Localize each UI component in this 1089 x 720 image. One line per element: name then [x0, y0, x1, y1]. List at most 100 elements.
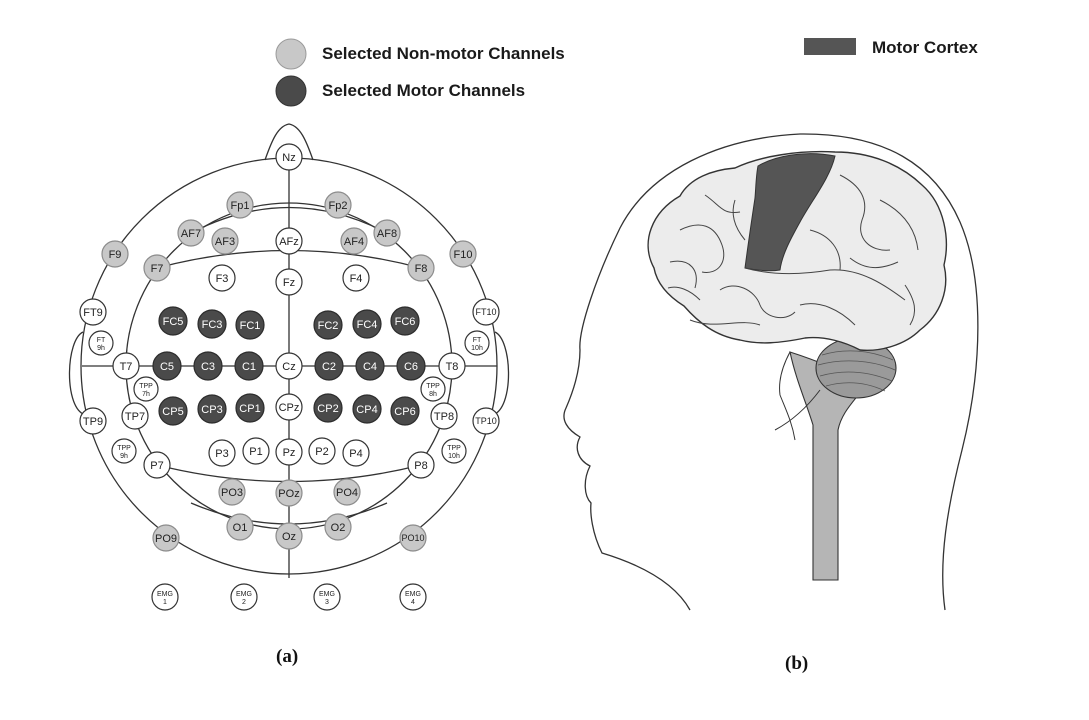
electrode-pz: Pz: [275, 438, 303, 466]
electrode-cz: Cz: [275, 352, 303, 380]
electrode-tp8: TP8: [430, 402, 458, 430]
electrode-label: FT9: [83, 307, 103, 319]
electrode-label: P1: [249, 446, 262, 458]
electrode-marker: [101, 240, 129, 268]
electrode-marker: [420, 376, 446, 402]
electrode-marker: [218, 478, 246, 506]
gyri: [667, 174, 919, 326]
legend-motor-swatch: [275, 75, 307, 107]
electrode-label: CP3: [201, 404, 222, 416]
electrode-marker: [275, 143, 303, 171]
electrode-marker: [333, 478, 361, 506]
electrode-label: PO4: [336, 487, 358, 499]
electrode-p8: P8: [407, 451, 435, 479]
electrode-ft10: FT10: [472, 298, 500, 326]
electrode-poz: POz: [275, 479, 303, 507]
electrode-marker: [430, 402, 458, 430]
electrode-label: O1: [233, 522, 248, 534]
electrode-marker: [464, 330, 490, 356]
electrode-label: P3: [215, 448, 228, 460]
electrode-label: T7: [120, 361, 133, 373]
electrode-marker: [143, 254, 171, 282]
electrode-fc1: FC1: [235, 310, 265, 340]
electrode-marker: [399, 583, 427, 611]
electrode-marker: [242, 437, 270, 465]
electrode-marker: [472, 407, 500, 435]
electrode-marker: [313, 310, 343, 340]
electrode-label: F8: [415, 263, 428, 275]
electrode-label: TP8: [434, 411, 454, 423]
electrode-cpz: CPz: [275, 393, 303, 421]
legend-non-motor-label: Selected Non-motor Channels: [322, 44, 565, 63]
electrode-marker: [133, 376, 159, 402]
legend-motor-cortex-swatch: [804, 38, 856, 55]
electrode-fz: Fz: [275, 268, 303, 296]
electrode-label: CP5: [162, 406, 183, 418]
electrode-label: FC1: [240, 320, 261, 332]
electrode-marker: [314, 351, 344, 381]
electrode-marker: [235, 393, 265, 423]
electrode-label: Fp2: [329, 200, 348, 212]
electrode-label: Nz: [282, 152, 295, 164]
electrode-marker: [441, 438, 467, 464]
electrode-fp2: Fp2: [324, 191, 352, 219]
electrode-f10: F10: [449, 240, 477, 268]
electrode-label: P8: [414, 460, 427, 472]
electrode-marker: [275, 479, 303, 507]
electrode-marker: [234, 351, 264, 381]
electrode-label: C6: [404, 361, 418, 373]
electrode-marker: [158, 396, 188, 426]
electrode-label: C4: [363, 361, 377, 373]
electrode-marker: [275, 352, 303, 380]
electrode-label: Fp1: [231, 200, 250, 212]
electrode-label: Cz: [282, 361, 295, 373]
electrode-af7: AF7: [177, 219, 205, 247]
electrode-marker: [226, 191, 254, 219]
electrode-marker: [121, 402, 149, 430]
electrode-cp4: CP4: [352, 394, 382, 424]
electrode-label: P4: [349, 448, 362, 460]
neck-line: [774, 389, 821, 431]
brain-panel: [563, 133, 979, 611]
electrode-marker: [407, 254, 435, 282]
electrode-cp2: CP2: [313, 393, 343, 423]
electrode-marker: [208, 439, 236, 467]
electrode-label: F4: [350, 273, 363, 285]
electrode-label: FC2: [318, 320, 339, 332]
electrode-label: FC6: [395, 316, 416, 328]
electrode-po3: PO3: [218, 478, 246, 506]
electrode-o2: O2: [324, 513, 352, 541]
electrode-marker: [390, 306, 420, 336]
electrode-marker: [308, 437, 336, 465]
electrode-marker: [407, 451, 435, 479]
electrode-marker: [342, 439, 370, 467]
electrode-label: F10: [454, 249, 473, 261]
electrode-marker: [275, 522, 303, 550]
electrode-marker: [373, 219, 401, 247]
electrode-marker: [193, 351, 223, 381]
electrode-label: C1: [242, 361, 256, 373]
electrode-marker: [152, 351, 182, 381]
electrode-po4: PO4: [333, 478, 361, 506]
electrode-label: P2: [315, 446, 328, 458]
electrode-marker: [79, 407, 107, 435]
electrode-tp7: TP7: [121, 402, 149, 430]
electrode-marker: [313, 583, 341, 611]
electrode-cp5: CP5: [158, 396, 188, 426]
electrode-cp6: CP6: [390, 396, 420, 426]
electrode-nz: Nz: [275, 143, 303, 171]
panel-a-label: (a): [276, 646, 299, 667]
electrode-label: Fz: [283, 277, 295, 289]
electrode-p4: P4: [342, 439, 370, 467]
electrode-label: CP2: [317, 403, 338, 415]
legend: [275, 38, 856, 107]
